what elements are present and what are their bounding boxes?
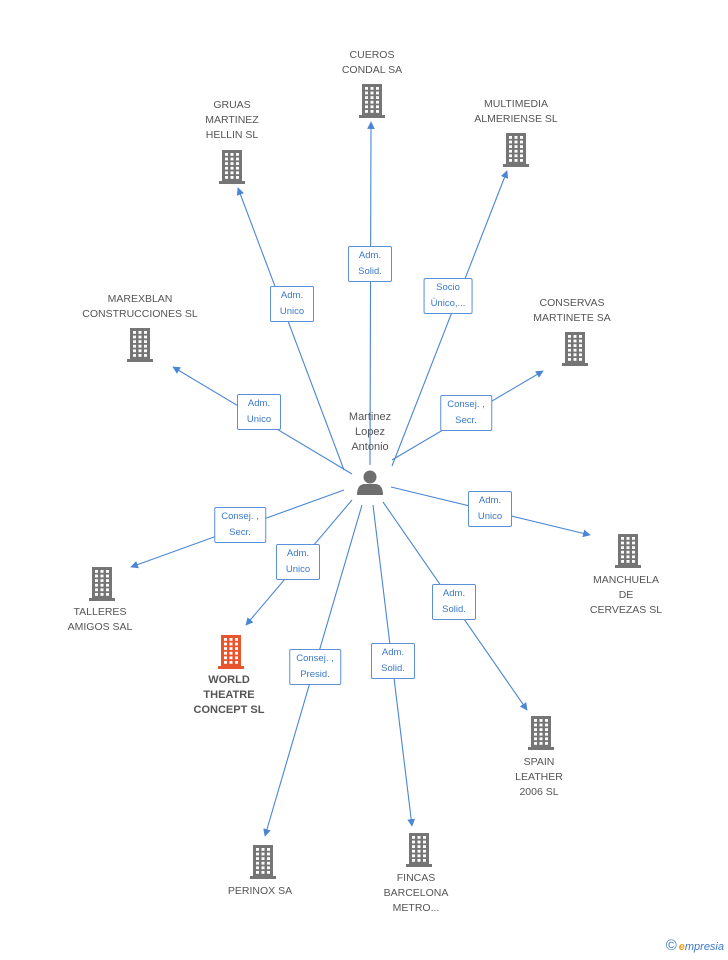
relation-label-spain: Adm. Solid. bbox=[432, 584, 476, 620]
relation-label-world: Adm. Unico bbox=[276, 544, 320, 580]
company-name-cueros[interactable]: CUEROS CONDAL SA bbox=[341, 49, 403, 76]
company-name-multimedia[interactable]: MULTIMEDIA ALMERIENSE SL bbox=[474, 98, 558, 125]
company-name-spain[interactable]: SPAIN LEATHER 2006 SL bbox=[515, 756, 563, 798]
building-icon-world[interactable] bbox=[218, 635, 244, 669]
company-name-manchuela[interactable]: MANCHUELA DE CERVEZAS SL bbox=[589, 574, 663, 616]
center-person-name[interactable]: Martinez Lopez Antonio bbox=[348, 411, 392, 453]
relation-label-marexblan: Adm. Unico bbox=[237, 394, 281, 430]
brand-logo-e: e bbox=[678, 941, 685, 953]
edge-cueros bbox=[367, 121, 375, 466]
building-icon-perinox[interactable] bbox=[250, 845, 276, 879]
relation-label-fincas: Adm. Solid. bbox=[371, 643, 415, 679]
relation-label-conservas: Consej. , Secr. bbox=[440, 395, 492, 431]
building-icon-conservas[interactable] bbox=[562, 332, 588, 366]
building-icon-talleres[interactable] bbox=[89, 567, 115, 601]
building-icon-fincas[interactable] bbox=[406, 833, 432, 867]
company-name-conservas[interactable]: CONSERVAS MARTINETE SA bbox=[533, 297, 611, 324]
relation-label-perinox: Consej. , Presid. bbox=[289, 649, 341, 685]
footer-brand: ©empresia bbox=[666, 937, 724, 954]
person-icon[interactable] bbox=[357, 470, 383, 496]
relation-label-gruas: Adm. Unico bbox=[270, 286, 314, 322]
company-name-gruas[interactable]: GRUAS MARTINEZ HELLIN SL bbox=[205, 99, 259, 141]
building-icon-cueros[interactable] bbox=[359, 84, 385, 118]
relation-label-multimedia: Socio Único,... bbox=[423, 278, 473, 314]
edge-multimedia bbox=[391, 170, 509, 467]
building-icon-gruas[interactable] bbox=[219, 150, 245, 184]
company-name-world[interactable]: WORLD THEATRE CONCEPT SL bbox=[193, 674, 265, 716]
building-icon-manchuela[interactable] bbox=[615, 534, 641, 568]
brand-logo-text: mpresia bbox=[684, 941, 724, 953]
building-icon-multimedia[interactable] bbox=[503, 133, 529, 167]
relation-label-cueros: Adm. Solid. bbox=[348, 246, 392, 282]
edge-gruas bbox=[236, 187, 345, 471]
company-name-marexblan[interactable]: MAREXBLAN CONSTRUCCIONES SL bbox=[82, 293, 198, 320]
company-name-fincas[interactable]: FINCAS BARCELONA METRO... bbox=[383, 872, 449, 914]
copyright-symbol: © bbox=[665, 937, 677, 954]
company-name-perinox[interactable]: PERINOX SA bbox=[227, 885, 293, 897]
building-icon-spain[interactable] bbox=[528, 716, 554, 750]
relation-label-talleres: Consej. , Secr. bbox=[214, 507, 266, 543]
building-icon-marexblan[interactable] bbox=[127, 328, 153, 362]
company-name-talleres[interactable]: TALLERES AMIGOS SAL bbox=[67, 606, 133, 633]
relation-label-manchuela: Adm. Unico bbox=[468, 491, 512, 527]
